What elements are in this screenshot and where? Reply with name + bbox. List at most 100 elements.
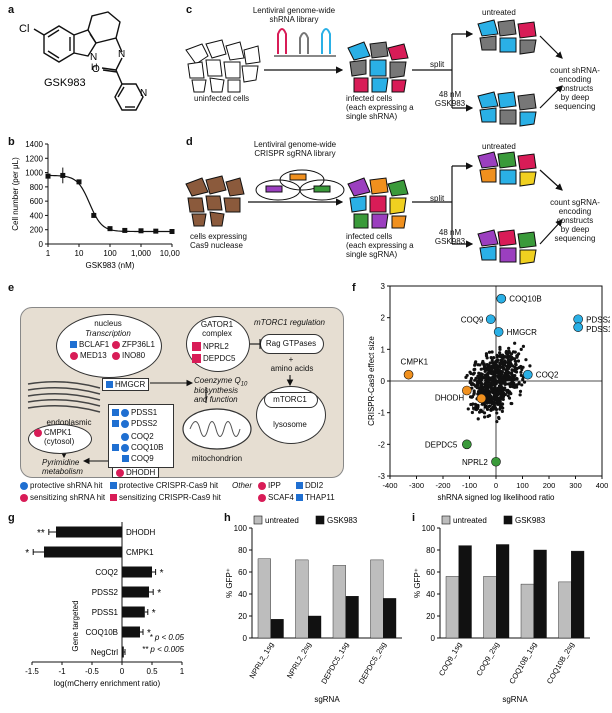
background-point bbox=[473, 378, 477, 382]
background-point bbox=[508, 390, 512, 395]
x-axis-title: log(mCherry enrichment ratio) bbox=[54, 679, 161, 688]
bar-untreated bbox=[520, 583, 534, 639]
protective-shrna-marker bbox=[121, 408, 129, 417]
gene-coq9: COQ9 bbox=[112, 454, 154, 463]
background-point bbox=[500, 372, 504, 376]
background-point bbox=[507, 346, 511, 350]
background-point bbox=[501, 397, 505, 401]
mtorc1-regulation-label: mTORC1 regulation bbox=[254, 318, 325, 327]
significance-mark: * bbox=[25, 548, 29, 559]
pyridine-n-label: N bbox=[140, 88, 147, 99]
y-tick-label: 1400 bbox=[25, 140, 43, 149]
p-note-2: ** p < 0.005 bbox=[142, 645, 185, 654]
background-point bbox=[495, 419, 499, 424]
panel-letter-i: i bbox=[412, 512, 416, 524]
other-label: Other bbox=[232, 481, 253, 490]
category-label: DEPDC5_1sg bbox=[319, 641, 350, 686]
y-tick-label: 200 bbox=[30, 226, 44, 235]
background-point bbox=[519, 370, 523, 374]
infected-shrna-label: infected cells (each expressing a single… bbox=[346, 94, 414, 121]
shrna-screen-schematic bbox=[185, 19, 563, 127]
protective-crispr-marker bbox=[110, 482, 117, 490]
background-point bbox=[499, 387, 503, 391]
x-tick-label: 1 bbox=[180, 667, 185, 676]
background-point bbox=[476, 417, 480, 421]
y-tick-label: 100 bbox=[234, 524, 248, 533]
background-point bbox=[498, 345, 502, 349]
background-point bbox=[472, 383, 476, 387]
legend-label-untreated: untreated bbox=[453, 516, 487, 525]
hit-point-coq2 bbox=[523, 369, 533, 380]
bar-untreated bbox=[558, 581, 572, 639]
background-point bbox=[506, 366, 511, 371]
background-point bbox=[519, 364, 523, 369]
background-point bbox=[478, 372, 483, 376]
gene-nprl2: NPRL2 bbox=[192, 342, 229, 352]
y-tick-label: 0 bbox=[381, 377, 386, 386]
x-tick-label: 400 bbox=[596, 481, 609, 490]
sensitizing-shrna-marker bbox=[112, 351, 120, 360]
h-label: H bbox=[91, 62, 98, 72]
background-point bbox=[528, 364, 532, 368]
lysosome-label: lysosome bbox=[273, 420, 307, 429]
uninfected-label: uninfected cells bbox=[194, 94, 250, 103]
legend-sensitizing-crispr: sensitizing CRISPR-Cas9 hit bbox=[110, 493, 221, 502]
panel-letter-f: f bbox=[352, 282, 356, 294]
hit-point-uck2 bbox=[476, 393, 487, 404]
panel-letter-h: h bbox=[224, 512, 231, 524]
x-tick-label: 0 bbox=[494, 481, 498, 490]
x-tick-label: -1 bbox=[58, 667, 66, 676]
background-point bbox=[506, 394, 510, 398]
gator1-label: GATOR1 complex bbox=[200, 320, 234, 338]
background-point bbox=[483, 391, 487, 396]
background-point bbox=[466, 407, 470, 411]
y-tick-label: 20 bbox=[238, 612, 247, 621]
shrna-library-label: Lentiviral genome-wide shRNA library bbox=[252, 6, 336, 24]
bar-gsk983 bbox=[270, 619, 284, 639]
background-point bbox=[493, 374, 497, 378]
background-point bbox=[494, 396, 498, 400]
background-point bbox=[465, 373, 469, 378]
infected-sgrna-label: infected cells (each expressing a single… bbox=[346, 232, 414, 259]
rag-gtpases-label: Rag GTPases bbox=[265, 339, 317, 348]
untreated-label-c: untreated bbox=[482, 8, 516, 17]
background-point bbox=[490, 364, 494, 368]
crispr-library-label: Lentiviral genome-wide CRISPR sgRNA libr… bbox=[253, 140, 337, 158]
background-point bbox=[508, 371, 512, 375]
y-tick-label: 80 bbox=[426, 546, 435, 555]
hit-label-uck2: UCK2 bbox=[471, 403, 493, 412]
legend-protective-shrna: protective shRNA hit bbox=[20, 481, 102, 490]
background-point bbox=[510, 364, 515, 368]
y-axis-title: % GFP⁺ bbox=[225, 568, 234, 598]
background-point bbox=[507, 349, 511, 353]
hit-label-nprl2: NPRL2 bbox=[462, 458, 488, 467]
legend-swatch-gsk983 bbox=[503, 515, 513, 525]
x-tick-label: 10 bbox=[75, 249, 84, 258]
background-point bbox=[483, 373, 487, 377]
background-point bbox=[487, 393, 491, 397]
panel-letter-d: d bbox=[186, 136, 193, 148]
gene-thap11: THAP11 bbox=[296, 493, 335, 502]
background-point bbox=[475, 385, 479, 390]
significance-mark: * bbox=[147, 628, 151, 639]
background-point bbox=[502, 391, 506, 395]
y-tick-label: 1200 bbox=[25, 154, 43, 163]
background-point bbox=[514, 363, 518, 367]
category-label: COQ9_1sg bbox=[437, 641, 464, 678]
background-point bbox=[493, 372, 497, 376]
background-point bbox=[500, 409, 504, 413]
category-label: PDSS2 bbox=[92, 588, 119, 597]
background-point bbox=[524, 358, 528, 362]
gene-pdss1: PDSS1 bbox=[112, 408, 157, 417]
background-point bbox=[505, 376, 509, 380]
n-label: N bbox=[90, 52, 97, 63]
protective-crispr-marker bbox=[70, 341, 77, 349]
legend-label-untreated: untreated bbox=[265, 516, 299, 525]
sensitizing-shrna-marker bbox=[34, 428, 42, 437]
gene-zfp36l1: ZFP36L1 bbox=[112, 340, 155, 349]
background-point bbox=[494, 407, 499, 412]
x-axis-title: sgRNA bbox=[314, 695, 340, 704]
background-point bbox=[469, 379, 473, 383]
gene-scaf4: SCAF4 bbox=[258, 493, 294, 502]
background-point bbox=[479, 378, 483, 382]
